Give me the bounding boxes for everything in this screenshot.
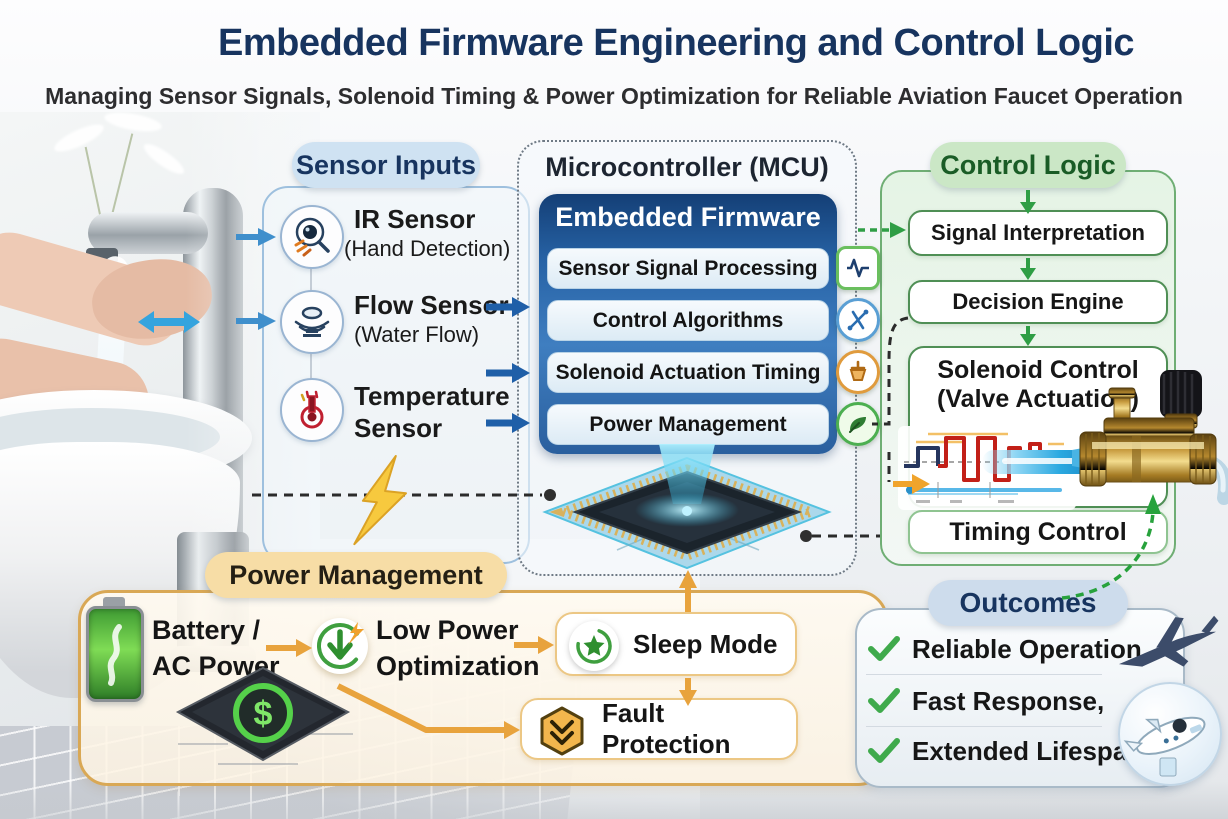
- fault-protection-box: Fault Protection: [520, 698, 798, 760]
- page-title: Embedded Firmware Engineering and Contro…: [217, 22, 1135, 64]
- sensor-item-label: Flow Sensor: [354, 290, 509, 320]
- divider: [866, 726, 1102, 727]
- ir-sensor-glyph: [294, 217, 330, 257]
- cartoon-plane-icon: [1123, 716, 1206, 777]
- flow-sensor-icon: [280, 290, 344, 354]
- low-power-line1: Low Power: [376, 615, 519, 645]
- power-source-line1: Battery /: [152, 615, 261, 645]
- solenoid-control-sublabel: (Valve Actuation): [937, 385, 1139, 413]
- check-icon: [868, 636, 900, 661]
- outcomes-header: Outcomes: [928, 580, 1128, 626]
- sleep-mode-icon: [569, 621, 619, 671]
- firmware-module: Power Management: [547, 404, 829, 445]
- temperature-sensor-glyph: [300, 390, 324, 429]
- sensor-item-sublabel: (Water Flow): [354, 322, 480, 347]
- dollar-glyph: $: [254, 695, 273, 733]
- cartoon-plane-badge: [1118, 682, 1222, 786]
- control-step: Timing Control: [908, 510, 1168, 554]
- battery-icon: [86, 597, 144, 702]
- check-icon: [868, 738, 900, 763]
- firmware-module: Solenoid Actuation Timing: [547, 352, 829, 393]
- temperature-sensor-icon: [280, 378, 344, 442]
- sensor-item-label: IR Sensor: [354, 204, 476, 234]
- actuation-timing-icon: [836, 350, 880, 394]
- sleep-mode-label: Sleep Mode: [633, 628, 778, 659]
- control-step: Decision Engine: [908, 280, 1168, 324]
- firmware-module: Sensor Signal Processing: [547, 248, 829, 289]
- outcome-item: Fast Response,: [912, 686, 1105, 716]
- mcu-title: Microcontroller (MCU): [545, 152, 829, 182]
- sensor-item-sublabel: (Hand Detection): [344, 236, 511, 261]
- control-step: Signal Interpretation: [908, 210, 1168, 256]
- sensor-inputs-header: Sensor Inputs: [292, 142, 480, 188]
- page-subtitle: Managing Sensor Signals, Solenoid Timing…: [45, 83, 1183, 109]
- check-icon: [868, 688, 900, 713]
- solenoid-valve-image: [1072, 370, 1228, 505]
- sensor-item-label: Temperature: [354, 381, 510, 411]
- firmware-header: Embedded Firmware: [555, 202, 821, 232]
- power-chip-image: $: [175, 666, 353, 765]
- firmware-module: Control Algorithms: [547, 300, 829, 341]
- power-management-icon: [836, 402, 880, 446]
- outcome-item: Extended Lifespan: [912, 736, 1144, 766]
- low-power-icon: [312, 618, 368, 674]
- divider: [866, 674, 1102, 675]
- low-power-line2: Optimization: [376, 651, 540, 681]
- control-algorithms-icon: [836, 298, 880, 342]
- low-power-label: Low Power Optimization: [376, 612, 540, 684]
- signal-processing-icon: [836, 246, 880, 290]
- water-jet-highlight: [1002, 458, 1088, 464]
- sleep-mode-box: Sleep Mode: [555, 612, 797, 676]
- mcu-chip-image: [542, 444, 832, 570]
- fault-protection-icon: [536, 705, 588, 757]
- solenoid-control-label: Solenoid Control: [937, 356, 1139, 384]
- power-management-header: Power Management: [205, 552, 507, 598]
- ir-sensor-icon: [280, 205, 344, 269]
- airplane-icon: [1118, 615, 1219, 667]
- outcome-item: Reliable Operation,: [912, 634, 1149, 664]
- fault-protection-label: Fault Protection: [602, 698, 731, 759]
- flow-sensor-glyph: [294, 306, 330, 337]
- control-logic-header: Control Logic: [930, 142, 1126, 188]
- sensor-item-sublabel: Sensor: [354, 413, 443, 443]
